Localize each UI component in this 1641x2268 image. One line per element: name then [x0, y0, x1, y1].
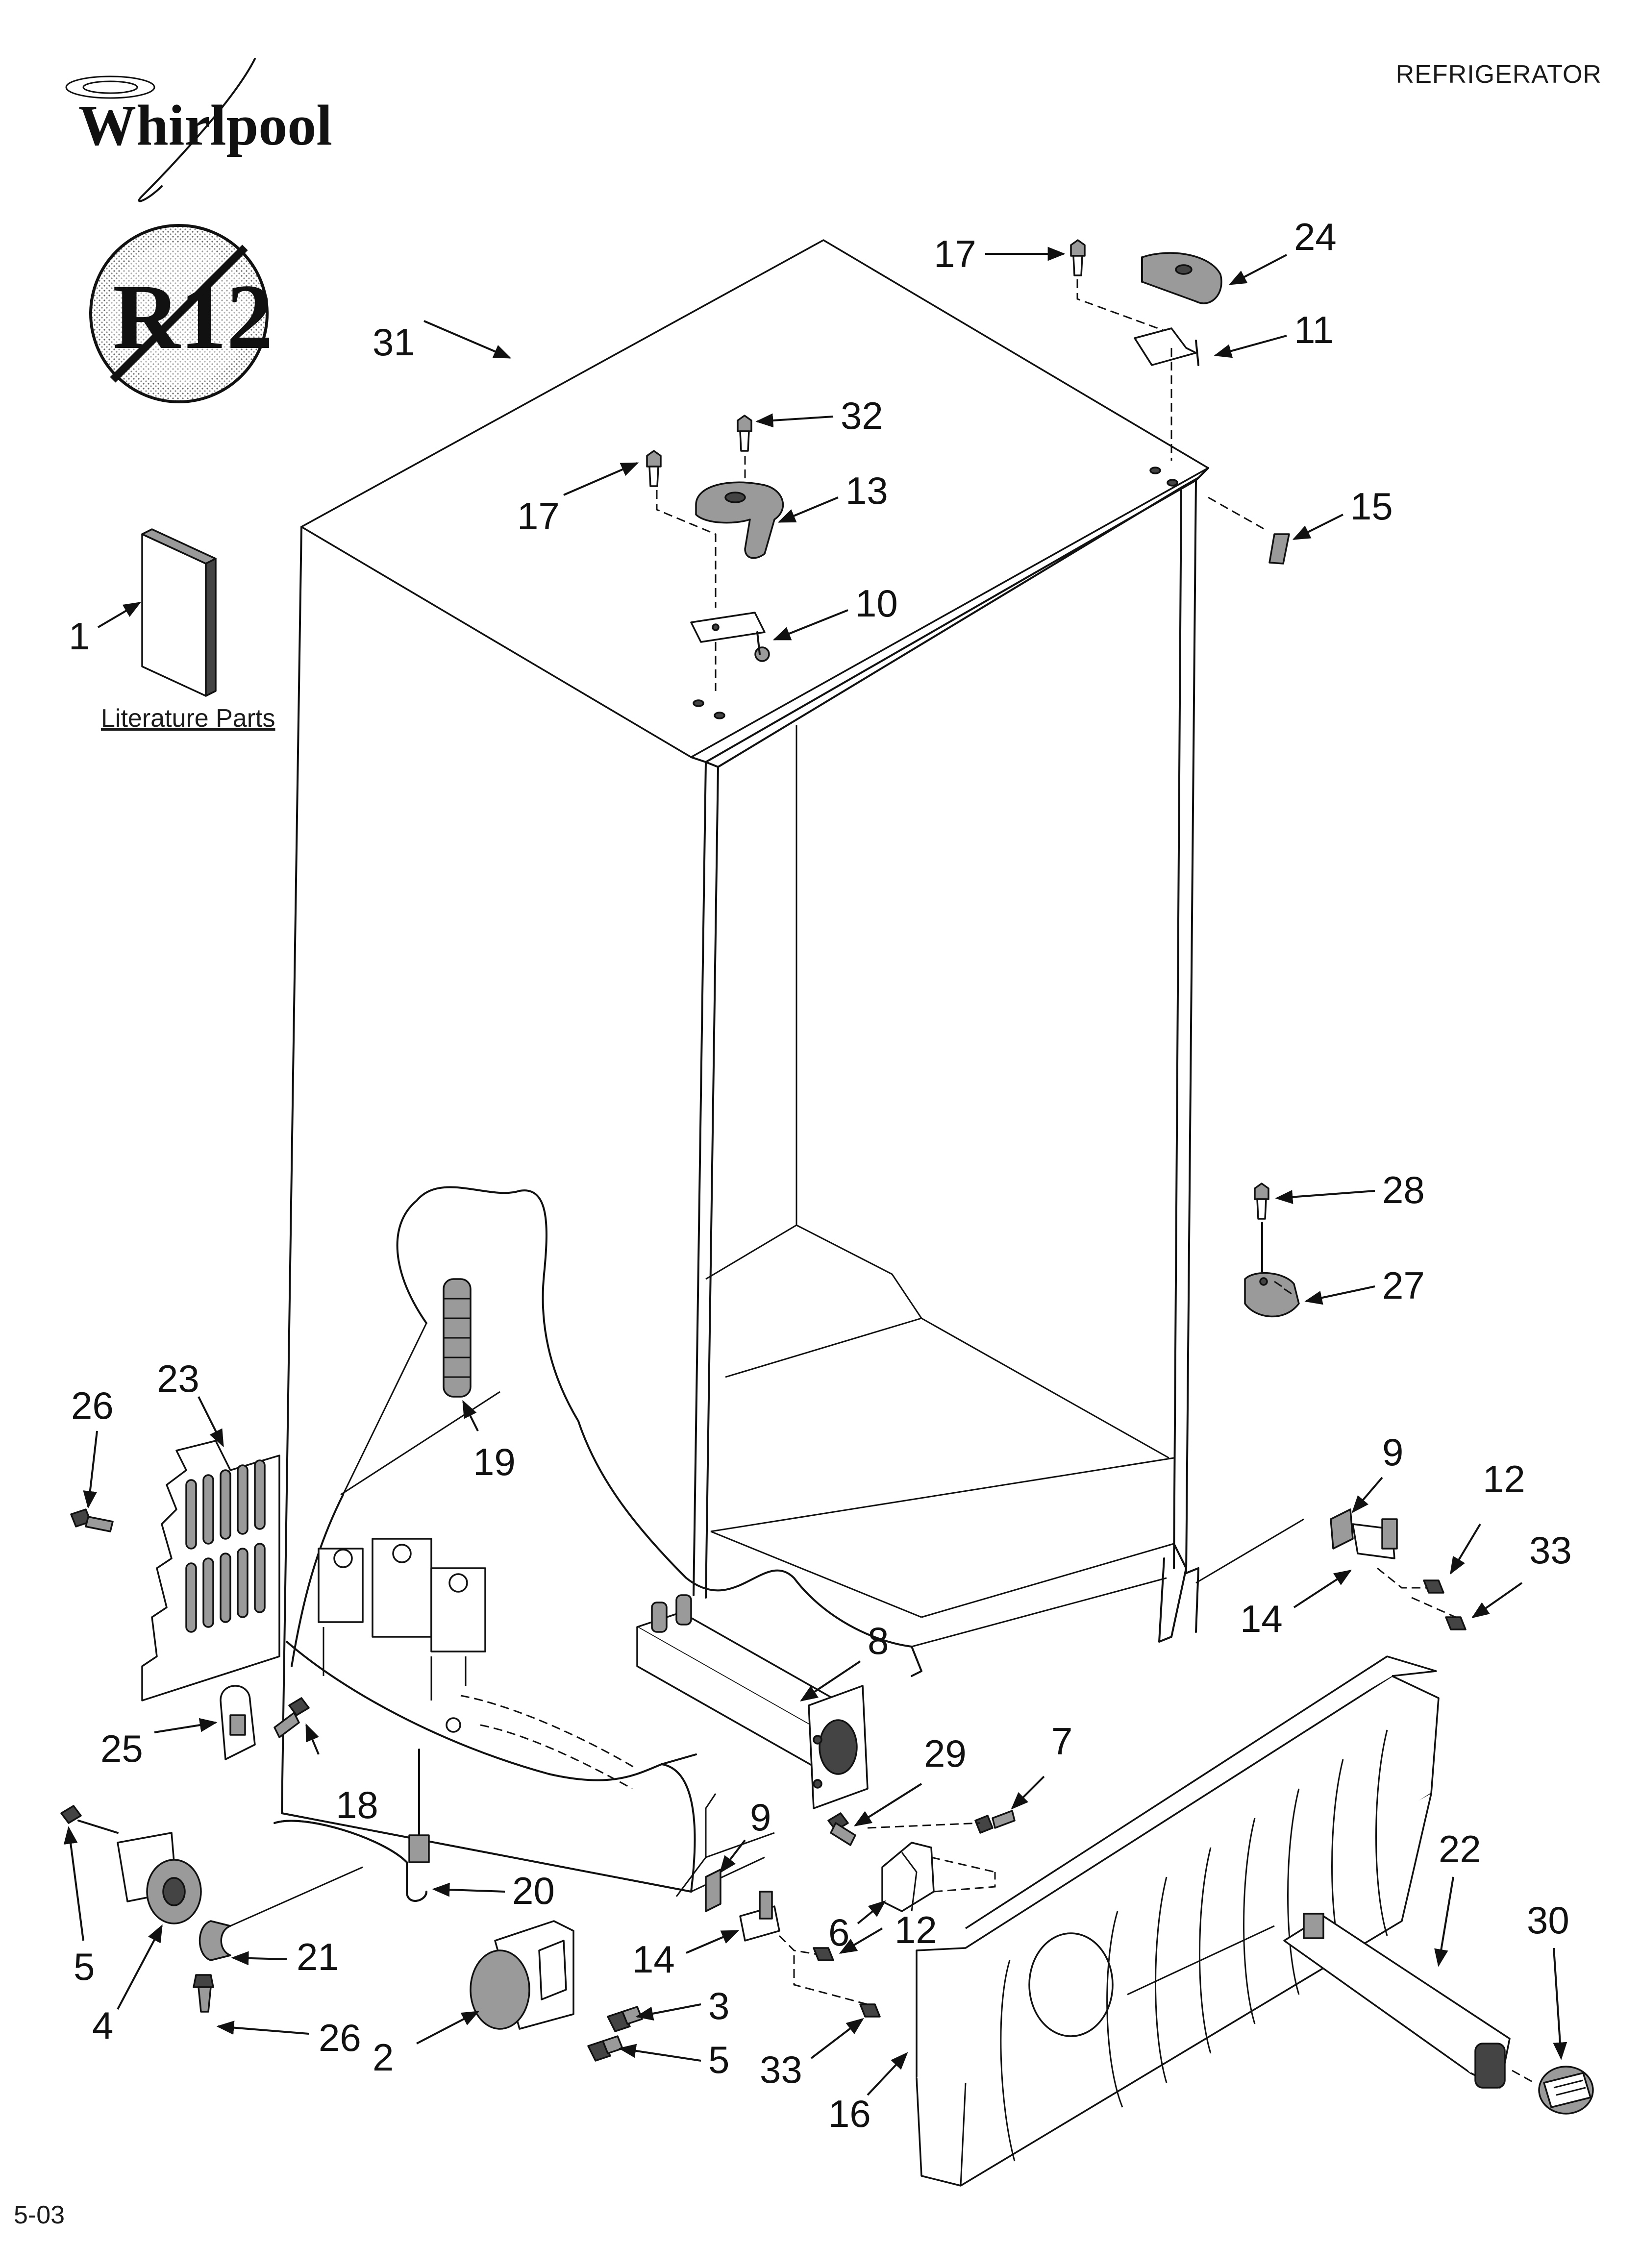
- callout-20: 20: [512, 1869, 555, 1912]
- callout-5a: 5: [74, 1945, 95, 1988]
- footer-date-code: 5-03: [14, 2201, 65, 2229]
- callout-32: 32: [841, 394, 883, 437]
- defrost-tube-19: [443, 1278, 472, 1398]
- callout-30: 30: [1527, 1898, 1569, 1942]
- callout-26a: 26: [71, 1384, 114, 1427]
- callout-19: 19: [473, 1440, 516, 1483]
- callout-26b: 26: [319, 2016, 361, 2059]
- callout-3: 3: [708, 1984, 729, 2027]
- callout-10: 10: [855, 582, 898, 625]
- callout-31: 31: [373, 320, 415, 364]
- no-r12-badge: R12: [89, 224, 273, 403]
- callout-13: 13: [845, 469, 888, 512]
- callout-17b: 17: [517, 494, 560, 538]
- water-filter-22: [1127, 1913, 1535, 2089]
- roller-assembly-2: [470, 1920, 643, 2062]
- callout-18: 18: [336, 1783, 378, 1826]
- callout-14b: 14: [632, 1938, 675, 1981]
- bracket-6-screws: [827, 1810, 1016, 1912]
- callout-9a: 9: [1382, 1430, 1403, 1474]
- whirlpool-wordmark: Whirlpool: [78, 93, 332, 157]
- access-panel-23: [70, 1440, 280, 1701]
- water-valve-8: [636, 1594, 869, 1809]
- bracket-27-28: [1244, 1183, 1300, 1318]
- water-tube-18: [230, 1749, 430, 1927]
- callout-1: 1: [69, 615, 90, 658]
- roller-assembly-4: [60, 1805, 231, 2013]
- clip-25: [220, 1685, 310, 1760]
- callout-8: 8: [868, 1619, 889, 1662]
- callout-12b: 12: [895, 1908, 937, 1951]
- whirlpool-logo: Whirlpool: [65, 58, 332, 202]
- callout-27: 27: [1382, 1264, 1425, 1307]
- filter-cap-30: [1538, 2066, 1594, 2115]
- callout-4: 4: [92, 2004, 113, 2047]
- literature-booklet: [141, 528, 217, 697]
- callout-28: 28: [1382, 1168, 1425, 1211]
- top-hinge-left: [646, 415, 784, 719]
- machine-compartment-components: [318, 1538, 486, 1701]
- callout-23: 23: [157, 1357, 199, 1400]
- callout-16: 16: [828, 2092, 871, 2135]
- callout-29: 29: [924, 1732, 967, 1775]
- callout-21: 21: [297, 1935, 339, 1978]
- callout-6: 6: [828, 1911, 849, 1954]
- right-leveler-group: [1330, 1508, 1467, 1630]
- top-hinge-right: [1070, 239, 1290, 565]
- section-title: REFRIGERATOR: [1395, 60, 1602, 89]
- callout-7: 7: [1051, 1720, 1072, 1763]
- callout-12a: 12: [1483, 1457, 1525, 1501]
- callout-5b: 5: [708, 2038, 729, 2081]
- literature-parts-caption: Literature Parts: [101, 704, 275, 733]
- callout-24: 24: [1294, 215, 1337, 258]
- callout-9b: 9: [750, 1796, 771, 1839]
- callouts: 1 2 3 4 5 5 6 7 8 9: [63, 215, 1572, 2135]
- cabinet: [281, 239, 1304, 1897]
- callout-11: 11: [1294, 308, 1334, 351]
- callout-33a: 33: [1529, 1528, 1572, 1572]
- callout-15: 15: [1350, 485, 1393, 528]
- callout-33b: 33: [760, 2048, 802, 2091]
- kickplate-grille-16: [916, 1655, 1440, 2187]
- center-leveler-group: [705, 1869, 881, 2018]
- callout-14a: 14: [1240, 1597, 1283, 1640]
- callout-2: 2: [373, 2036, 394, 2079]
- callout-17a: 17: [934, 232, 976, 275]
- callout-25: 25: [100, 1727, 143, 1770]
- callout-22: 22: [1439, 1827, 1481, 1871]
